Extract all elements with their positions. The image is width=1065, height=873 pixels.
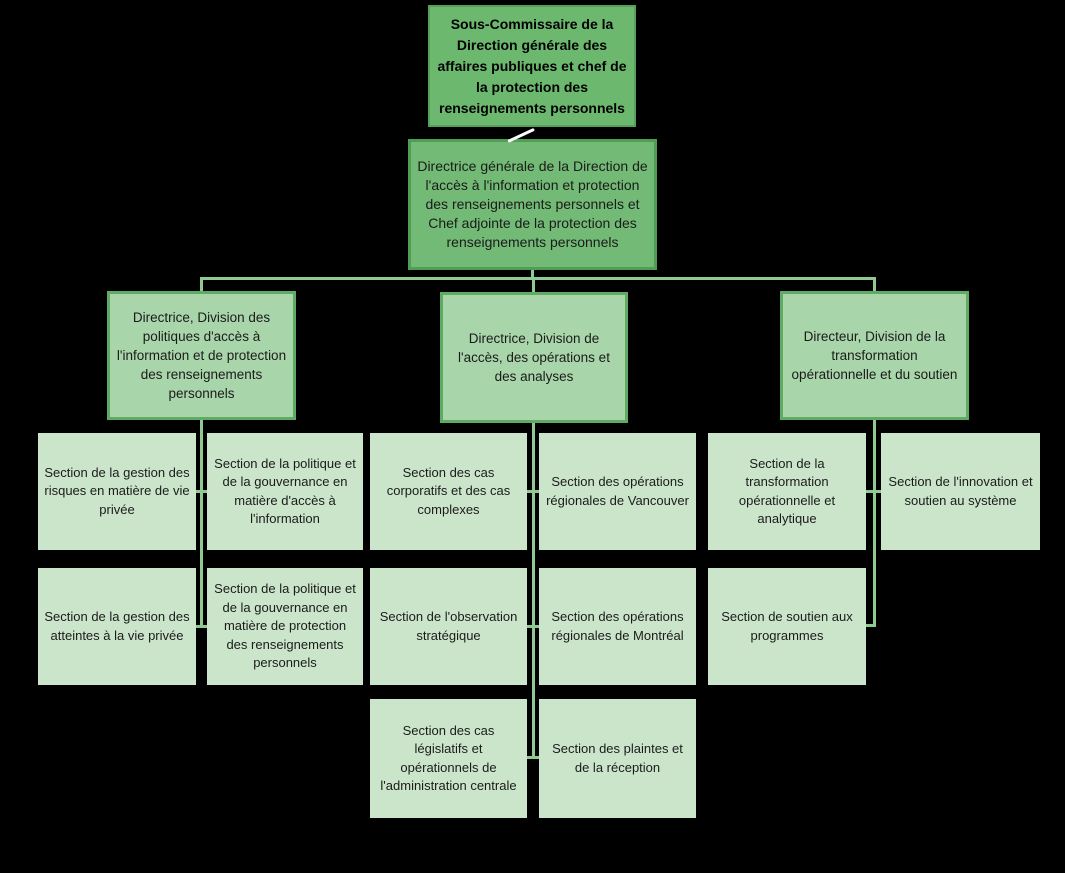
org-node-division-transformation: Directeur, Division de la transformation… bbox=[780, 291, 969, 420]
org-node-division-policies: Directrice, Division des politiques d'ac… bbox=[107, 291, 296, 420]
connector-middle-row3 bbox=[525, 756, 541, 759]
org-node-section-innovation-system-support: Section de l'innovation et soutien au sy… bbox=[881, 433, 1040, 550]
org-node-section-vancouver-operations: Section des opérations régionales de Van… bbox=[539, 433, 696, 550]
connector-trunk-middle bbox=[532, 422, 535, 759]
org-node-deputy: Directrice générale de la Direction de l… bbox=[408, 139, 657, 270]
org-node-section-privacy-breach: Section de la gestion des atteintes à la… bbox=[38, 568, 196, 685]
org-node-division-access-operations: Directrice, Division de l'accès, des opé… bbox=[440, 292, 628, 423]
org-node-section-strategic-observation: Section de l'observation stratégique bbox=[370, 568, 527, 685]
connector-middle-row2 bbox=[525, 625, 541, 628]
connector-left-row1 bbox=[193, 490, 210, 493]
org-node-division-transformation-label: Directeur, Division de la transformation… bbox=[791, 329, 958, 382]
org-node-section-ati-policy-governance: Section de la politique et de la gouvern… bbox=[207, 433, 363, 550]
org-node-section-privacy-breach-label: Section de la gestion des atteintes à la… bbox=[44, 609, 190, 643]
org-node-section-risk-management-label: Section de la gestion des risques en mat… bbox=[44, 464, 190, 517]
connector-deputy-stub bbox=[531, 270, 534, 279]
org-node-section-montreal-operations-label: Section des opérations régionales de Mon… bbox=[551, 609, 684, 643]
connector-trunk-left bbox=[200, 419, 203, 628]
connector-main-horizontal bbox=[200, 277, 876, 280]
connector-drop-left bbox=[200, 277, 203, 292]
org-node-section-ati-policy-governance-label: Section de la politique et de la gouvern… bbox=[214, 455, 356, 527]
org-node-section-privacy-policy-governance: Section de la politique et de la gouvern… bbox=[207, 568, 363, 685]
org-node-section-legislative-operational-cases-label: Section des cas législatifs et opération… bbox=[380, 722, 517, 794]
org-node-section-privacy-policy-governance-label: Section de la politique et de la gouvern… bbox=[214, 581, 356, 671]
connector-right-row2 bbox=[864, 624, 876, 627]
org-node-section-strategic-observation-label: Section de l'observation stratégique bbox=[379, 609, 518, 643]
connector-drop-right bbox=[873, 277, 876, 292]
org-node-division-access-operations-label: Directrice, Division de l'accès, des opé… bbox=[458, 331, 610, 384]
org-node-section-montreal-operations: Section des opérations régionales de Mon… bbox=[539, 568, 696, 685]
org-node-section-legislative-operational-cases: Section des cas législatifs et opération… bbox=[370, 699, 527, 818]
org-node-division-policies-label: Directrice, Division des politiques d'ac… bbox=[116, 310, 287, 401]
org-node-section-risk-management: Section de la gestion des risques en mat… bbox=[38, 433, 196, 550]
org-node-section-corporate-complex-cases: Section des cas corporatifs et des cas c… bbox=[370, 433, 527, 550]
connector-drop-middle bbox=[532, 277, 535, 293]
org-node-section-complaints-intake: Section des plaintes et de la réception bbox=[539, 699, 696, 818]
org-node-root-label: Sous-Commissaire de la Direction général… bbox=[437, 15, 627, 116]
org-node-section-program-support-label: Section de soutien aux programmes bbox=[721, 609, 853, 643]
org-node-section-innovation-system-support-label: Section de l'innovation et soutien au sy… bbox=[888, 474, 1033, 508]
connector-trunk-right bbox=[873, 419, 876, 627]
org-node-deputy-label: Directrice générale de la Direction de l… bbox=[417, 158, 648, 250]
org-node-section-complaints-intake-label: Section des plaintes et de la réception bbox=[552, 741, 683, 775]
connector-middle-row1 bbox=[525, 490, 541, 493]
connector-right-row1 bbox=[864, 490, 883, 493]
org-node-section-vancouver-operations-label: Section des opérations régionales de Van… bbox=[546, 474, 689, 508]
org-node-section-corporate-complex-cases-label: Section des cas corporatifs et des cas c… bbox=[386, 464, 511, 517]
org-node-root: Sous-Commissaire de la Direction général… bbox=[428, 5, 636, 127]
org-node-section-operational-analytic-transformation-label: Section de la transformation opérationne… bbox=[738, 455, 836, 527]
connector-left-row2 bbox=[193, 625, 210, 628]
org-node-section-program-support: Section de soutien aux programmes bbox=[708, 568, 866, 685]
org-node-section-operational-analytic-transformation: Section de la transformation opérationne… bbox=[708, 433, 866, 550]
